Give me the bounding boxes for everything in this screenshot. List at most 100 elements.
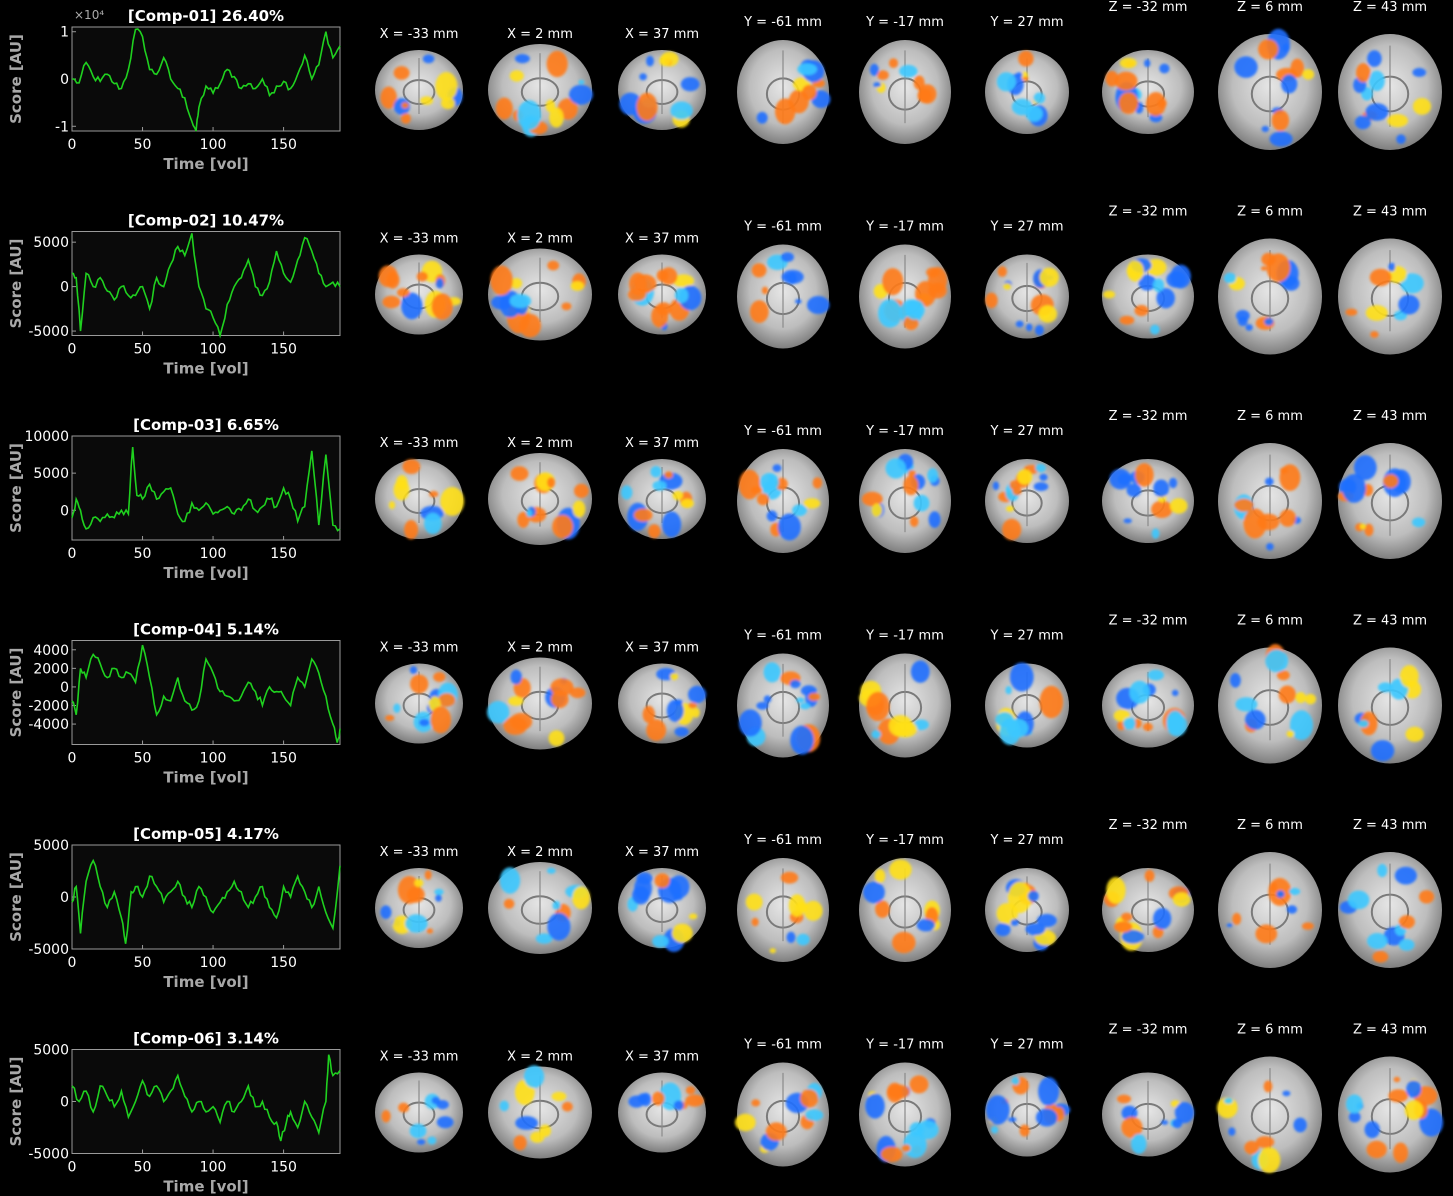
axial-slice: Z = -32 mm	[1102, 0, 1194, 134]
activation-blob	[431, 293, 453, 320]
activation-blob	[417, 1139, 426, 1145]
sagittal-slice: X = 37 mm	[618, 641, 707, 744]
activation-blob	[652, 935, 669, 948]
activation-blob	[887, 1084, 910, 1099]
activation-blob	[546, 867, 556, 874]
activation-map	[863, 859, 941, 954]
y-tick-label: 0	[60, 1095, 69, 1111]
slice-coordinate-label: Y = -17 mm	[865, 220, 944, 235]
activation-blob	[796, 933, 810, 946]
activation-blob	[419, 718, 430, 727]
activation-blob	[410, 674, 429, 694]
activation-blob	[777, 513, 801, 541]
activation-blob	[680, 498, 694, 509]
activation-blob	[1010, 919, 1019, 926]
x-tick-label: 150	[270, 546, 297, 562]
y-axis-label: Score [AU]	[7, 852, 25, 942]
activation-map	[738, 464, 823, 541]
activation-blob	[1142, 722, 1153, 732]
score-trace	[71, 447, 341, 532]
axial-slice: Z = 43 mm	[1338, 614, 1442, 764]
activation-blob	[561, 302, 572, 311]
activation-blob	[646, 55, 654, 67]
activation-blob	[805, 1109, 824, 1121]
activation-blob	[1117, 473, 1131, 486]
activation-blob	[402, 459, 421, 474]
activation-blob	[1019, 1124, 1030, 1137]
x-tick-label: 150	[270, 751, 297, 767]
activation-blob	[1277, 670, 1290, 681]
activation-blob	[775, 98, 796, 125]
x-tick-label: 150	[270, 1160, 297, 1176]
coronal-slice: Y = 27 mm	[985, 424, 1069, 543]
activation-blob	[652, 1091, 665, 1106]
activation-blob	[991, 1126, 999, 1134]
y-tick-label: -1	[55, 119, 69, 135]
activation-blob	[1035, 1108, 1058, 1127]
x-axis-label: Time [vol]	[163, 360, 248, 378]
activation-blob	[572, 500, 586, 518]
activation-blob	[685, 1094, 704, 1107]
activation-blob	[519, 313, 541, 338]
activation-blob	[909, 1075, 929, 1094]
slice-coordinate-label: X = 37 mm	[625, 641, 699, 656]
activation-blob	[1235, 697, 1258, 712]
activation-blob	[1383, 474, 1399, 488]
activation-blob	[1276, 890, 1285, 898]
axial-slice: Z = 6 mm	[1218, 0, 1322, 150]
activation-blob	[909, 516, 919, 527]
activation-blob	[404, 520, 419, 540]
activation-blob	[517, 511, 530, 528]
activation-blob	[1293, 1117, 1307, 1133]
sagittal-slice: X = 37 mm	[618, 1050, 706, 1153]
activation-blob	[1025, 105, 1043, 122]
activation-blob	[1342, 474, 1366, 503]
activation-blob	[1119, 315, 1135, 325]
slice-coordinate-label: Y = 27 mm	[989, 1038, 1063, 1053]
activation-blob	[1400, 273, 1424, 294]
activation-blob	[672, 490, 684, 501]
activation-blob	[812, 477, 823, 489]
activation-blob	[546, 50, 568, 78]
activation-blob	[1364, 1121, 1380, 1139]
activation-blob	[393, 703, 401, 713]
activation-blob	[1234, 56, 1258, 78]
activation-blob	[673, 274, 694, 288]
activation-blob	[928, 282, 947, 299]
activation-blob	[889, 859, 912, 880]
x-tick-label: 0	[68, 1160, 77, 1176]
activation-blob	[1406, 1080, 1422, 1098]
axial-slice: Z = 6 mm	[1218, 409, 1322, 559]
activation-blob	[1027, 890, 1039, 902]
activation-blob	[1412, 67, 1427, 77]
slice-coordinate-label: Y = -61 mm	[743, 220, 822, 235]
activation-blob	[382, 295, 401, 309]
slice-coordinate-label: X = 37 mm	[625, 1050, 699, 1065]
activation-blob	[1372, 951, 1389, 963]
activation-blob	[490, 265, 513, 296]
activation-blob	[1393, 1142, 1409, 1163]
activation-blob	[1400, 665, 1419, 688]
activation-map	[499, 1065, 573, 1151]
sagittal-slice: X = 2 mm	[488, 436, 592, 545]
activation-blob	[799, 702, 811, 710]
activation-blob	[378, 265, 398, 288]
activation-blob	[1260, 266, 1267, 271]
activation-blob	[1269, 881, 1278, 893]
activation-blob	[1144, 59, 1151, 68]
slice-coordinate-label: Y = -61 mm	[743, 15, 822, 30]
activation-blob	[1258, 1147, 1281, 1173]
activation-blob	[574, 483, 589, 498]
activation-blob	[1113, 921, 1133, 933]
activation-map	[869, 58, 937, 104]
activation-blob	[916, 919, 936, 932]
activation-map	[1338, 455, 1426, 537]
slice-coordinate-label: Z = 6 mm	[1237, 1023, 1303, 1038]
activation-map	[745, 871, 823, 954]
activation-blob	[1398, 939, 1415, 951]
y-tick-label: 0	[60, 72, 69, 88]
activation-blob	[1348, 1111, 1361, 1123]
activation-blob	[1106, 877, 1126, 904]
